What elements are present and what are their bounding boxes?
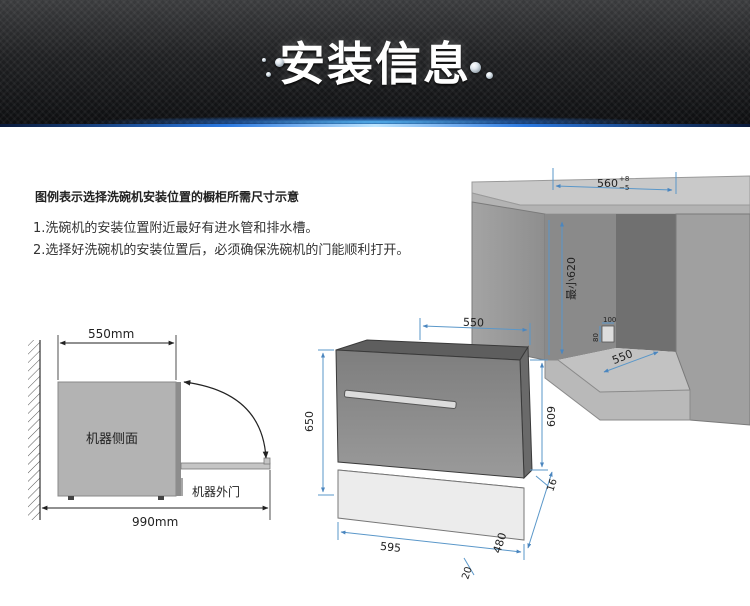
cabinet-niche-back xyxy=(616,214,676,352)
diagram-heading: 图例表示选择洗碗机安装位置的橱柜所需尺寸示意 xyxy=(35,190,300,204)
cabinet-width-tol-minus: −5 xyxy=(619,184,629,192)
port-height-dim: 80 xyxy=(592,333,600,342)
cabinet-width-dim: 560 xyxy=(597,177,618,190)
side-bottom-dim: 990mm xyxy=(132,515,178,529)
dishwasher-depth-bottom-dim: 480 xyxy=(490,531,509,555)
side-view-illustration: 550mm 990mm 机器侧面 机器外门 xyxy=(28,327,271,529)
cabinet-left-panel xyxy=(471,201,546,361)
dishwasher-base xyxy=(337,469,525,541)
machine-door-open xyxy=(180,462,271,470)
dishwasher-front xyxy=(335,349,525,479)
side-door-label: 机器外门 xyxy=(192,484,240,499)
banner-title: 安装信息 xyxy=(279,37,471,91)
install-note-1: 1.洗碗机的安装位置附近最好有进水管和排水槽。 xyxy=(33,221,319,236)
banner-glow xyxy=(90,116,660,127)
water-drop-icon xyxy=(275,58,284,67)
port-width-dim: 100 xyxy=(603,316,616,324)
dishwasher-depth-top-dim: 550 xyxy=(463,316,484,330)
door-swing-arc xyxy=(183,379,269,459)
side-gap-dim: 16 xyxy=(545,477,559,493)
banner-underline xyxy=(0,124,750,127)
side-body-label: 机器侧面 xyxy=(86,432,138,447)
dishwasher-width-dim: 595 xyxy=(379,540,401,555)
door-thickness-dim: 20 xyxy=(460,565,474,581)
cabinet-plinth xyxy=(544,359,691,421)
machine-front-edge xyxy=(176,382,181,496)
cabinet-width-tol-plus: +8 xyxy=(619,175,629,183)
dishwasher-height-front-dim: 650 xyxy=(303,411,316,432)
water-drop-icon xyxy=(470,62,481,73)
utility-port xyxy=(601,325,615,343)
install-note-2: 2.选择好洗碗机的安装位置后，必须确保洗碗机的门能顺利打开。 xyxy=(33,243,410,258)
side-top-dim: 550mm xyxy=(88,327,134,341)
water-drop-icon xyxy=(486,72,493,79)
cabinet-illustration: 560 +8 −5 最小620 550 100 80 xyxy=(471,168,750,426)
door-handle xyxy=(343,389,457,409)
cabinet-min-height-dim: 最小620 xyxy=(565,257,578,300)
water-drop-icon xyxy=(262,58,266,62)
wall-hatch xyxy=(28,340,40,520)
machine-side-body xyxy=(57,381,177,497)
dishwasher-height-right-dim: 609 xyxy=(545,406,558,427)
header-banner: 安装信息 xyxy=(0,0,750,127)
dishwasher-3d-illustration: 550 650 609 595 480 20 16 xyxy=(303,316,560,581)
water-drop-icon xyxy=(266,72,271,77)
